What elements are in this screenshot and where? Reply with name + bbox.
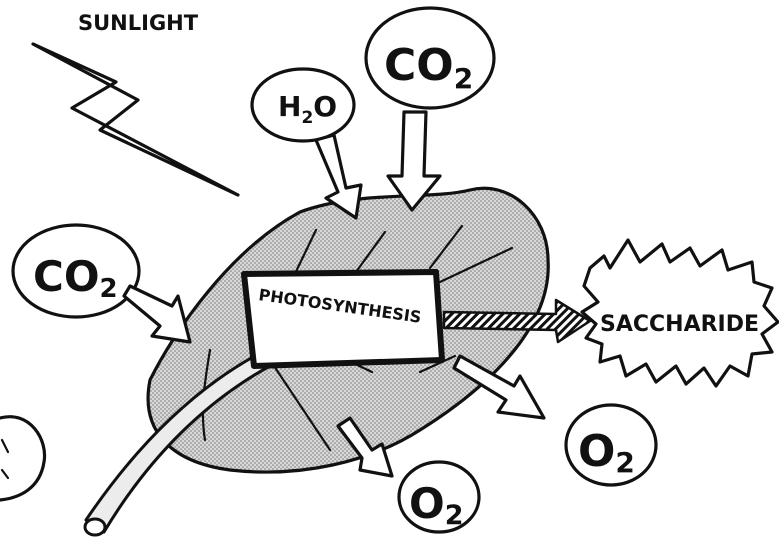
photosynthesis-box: PHOTOSYNTHESIS — [244, 272, 442, 366]
o2-right-bubble: O2 — [566, 405, 656, 485]
saccharide-burst: SACCHARIDE — [582, 240, 778, 386]
partial-bubble — [0, 417, 45, 500]
sunlight-label: SUNLIGHT — [78, 11, 199, 35]
co2-top-bubble: CO2 — [366, 8, 494, 108]
stem-end — [85, 519, 105, 535]
saccharide-label: SACCHARIDE — [600, 312, 759, 337]
lightning-bolt-icon — [33, 44, 238, 195]
h2o-bubble: H2O — [252, 69, 354, 141]
o2-bottom-bubble: O2 — [399, 462, 479, 532]
co2-left-arrow — [124, 286, 190, 342]
co2-left-bubble: CO2 — [13, 225, 139, 317]
